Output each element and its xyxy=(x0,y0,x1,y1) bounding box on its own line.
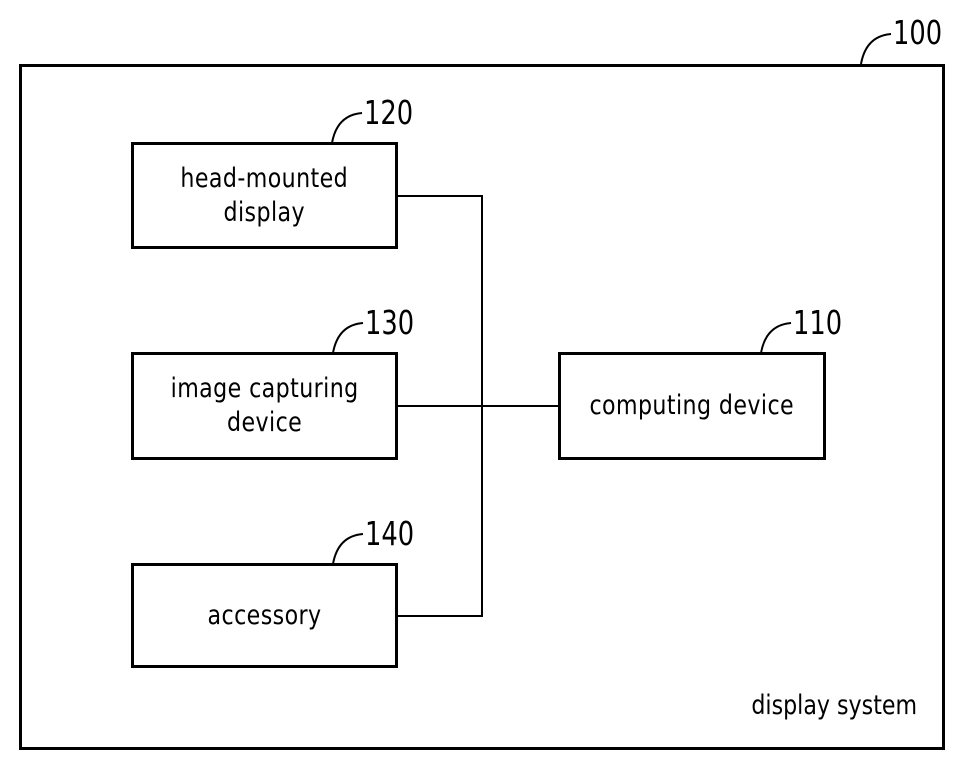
accessory-box: accessory xyxy=(131,563,398,668)
leader-110 xyxy=(760,322,792,354)
head-mounted-display-label: head-mounted display xyxy=(180,162,349,228)
computing-device-label: computing device xyxy=(589,390,795,421)
ref-140: 140 xyxy=(365,514,415,553)
image-capturing-device-label: image capturing device xyxy=(170,373,359,438)
ref-130: 130 xyxy=(365,303,415,342)
ref-100: 100 xyxy=(893,13,943,52)
leader-130 xyxy=(332,322,364,354)
ref-120: 120 xyxy=(364,93,414,132)
leader-120 xyxy=(331,112,363,144)
display-system-label: display system xyxy=(751,690,917,721)
leader-100 xyxy=(860,33,892,65)
leader-140 xyxy=(332,533,364,565)
computing-device-box: computing device xyxy=(558,352,826,460)
head-mounted-display-box: head-mounted display xyxy=(131,142,398,249)
ref-110: 110 xyxy=(793,303,843,342)
accessory-label: accessory xyxy=(207,599,322,631)
image-capturing-device-box: image capturing device xyxy=(131,352,398,460)
